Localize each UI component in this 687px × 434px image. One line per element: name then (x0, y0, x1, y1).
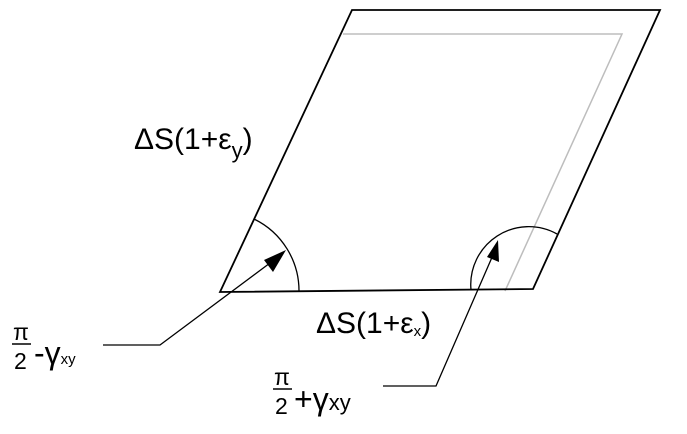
angle-minus-greek: γ (45, 335, 61, 371)
side-x-subscript: x (414, 323, 422, 340)
side-x-close: ) (421, 307, 431, 340)
angle-plus-operator: + (294, 381, 313, 417)
angle-minus-numerator: π (13, 319, 29, 345)
angle-minus-expression: -γxy (34, 335, 76, 371)
angle-minus-denominator: 2 (14, 348, 27, 374)
angle-plus-subscript: xy (329, 390, 351, 415)
right-angle-arc (470, 226, 558, 291)
angle-minus-operator: - (34, 335, 45, 371)
angle-minus-label: π 2 -γxy (12, 319, 76, 374)
side-y-close: ) (243, 123, 253, 156)
side-x-label: ΔS(1+εx) (316, 307, 431, 340)
angle-minus-subscript: xy (61, 351, 77, 368)
left-angle-arc (253, 218, 300, 293)
deformed-element (218, 9, 662, 293)
reference-outline (343, 33, 624, 292)
side-y-label: ΔS(1+εy) (134, 123, 253, 163)
side-x-base: ΔS(1+ε (316, 307, 414, 340)
right-leader-line (383, 254, 494, 387)
angle-plus-greek: γ (313, 381, 329, 417)
side-y-base: ΔS(1+ε (134, 123, 232, 156)
angle-plus-denominator: 2 (275, 393, 288, 419)
right-leader-arrowhead (487, 240, 499, 262)
side-y-subscript: y (232, 138, 243, 163)
angle-plus-expression: +γxy (294, 381, 351, 417)
angle-plus-numerator: π (274, 364, 290, 390)
left-leader-arrowhead (264, 250, 286, 272)
angle-plus-label: π 2 +γxy (273, 364, 351, 419)
left-leader-line (103, 262, 271, 346)
